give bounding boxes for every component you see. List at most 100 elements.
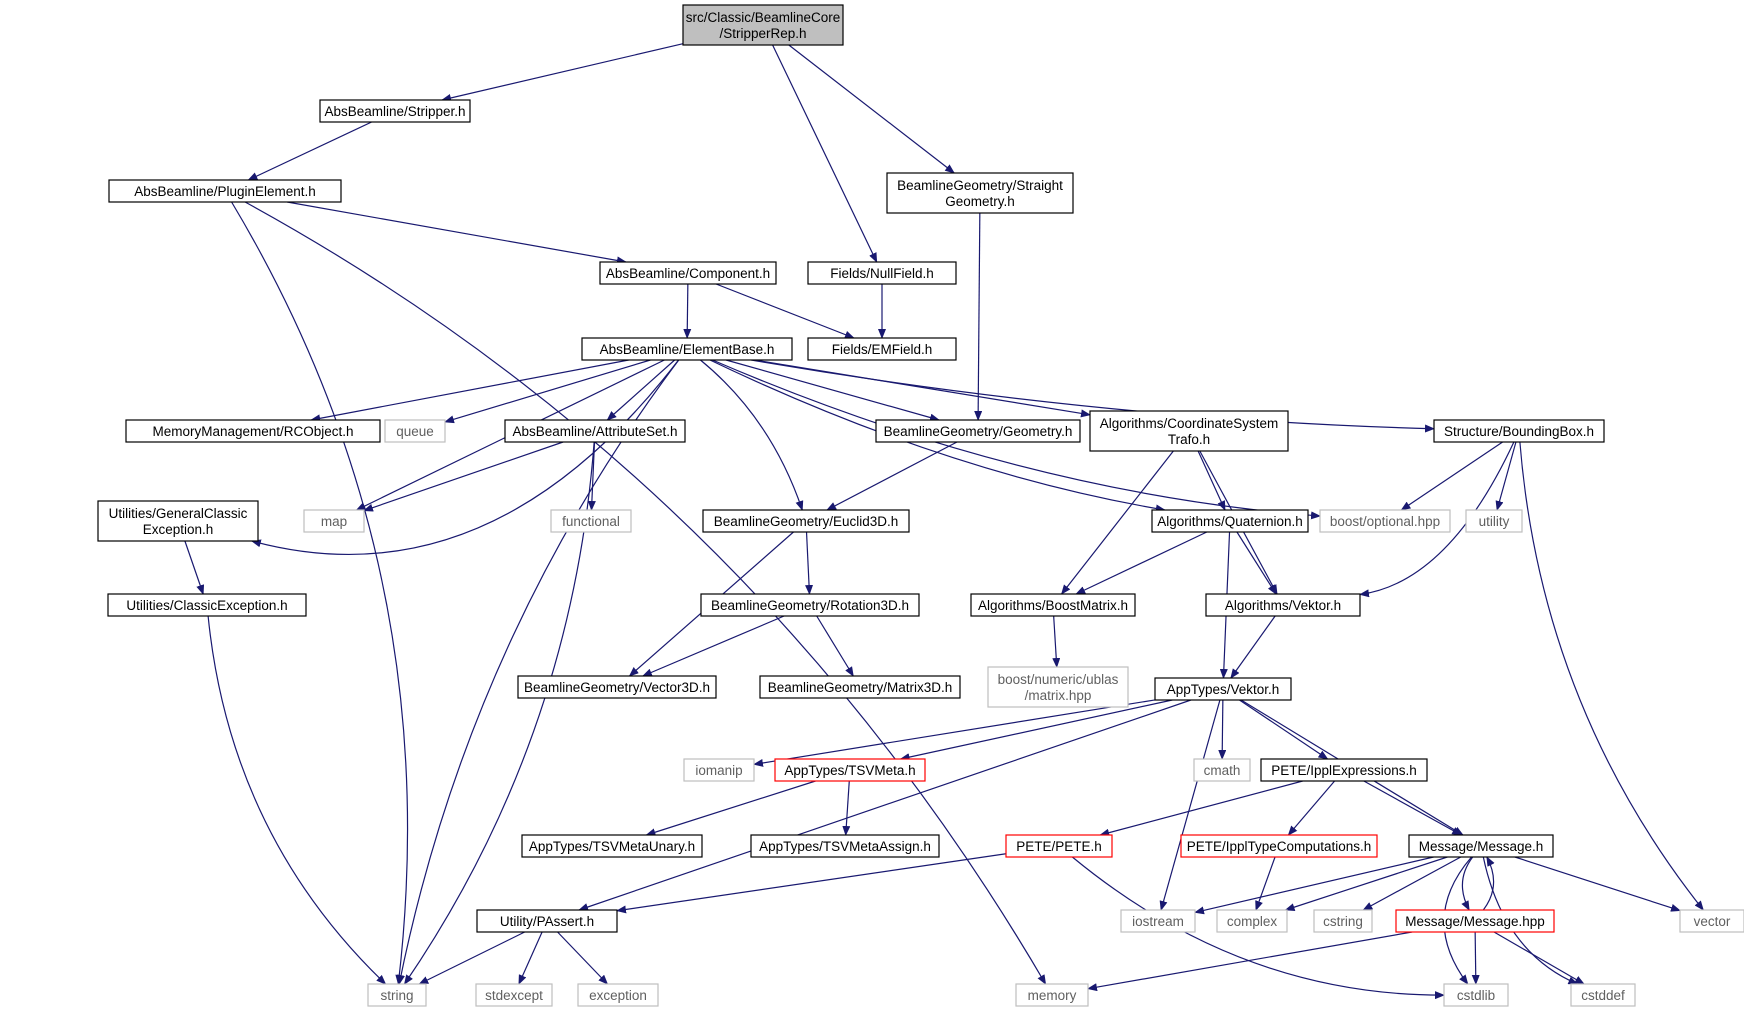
node-passert[interactable]: Utility/PAssert.h — [476, 909, 618, 933]
node-component[interactable]: AbsBeamline/Component.h — [599, 261, 777, 285]
node-label: PETE/IpplTypeComputations.h — [1187, 839, 1372, 854]
node-euclid3d[interactable]: BeamlineGeometry/Euclid3D.h — [702, 509, 910, 533]
node-box — [107, 593, 307, 617]
node-messageh[interactable]: Message/Message.h — [1408, 834, 1554, 858]
node-pete[interactable]: PETE/PETE.h — [1005, 834, 1113, 858]
node-box — [970, 593, 1136, 617]
edge-straightgeom-to-geometry — [974, 212, 983, 421]
edge-messagehpp-to-cstddef — [1493, 931, 1585, 985]
edge-messageh-to-iostream — [1194, 856, 1434, 915]
edge-appvektor-to-iostream — [1159, 699, 1221, 911]
node-nullfield[interactable]: Fields/NullField.h — [807, 261, 957, 285]
edge-elementbase-to-rcobject — [310, 359, 629, 423]
node-label: Geometry.h — [945, 194, 1015, 209]
node-messagehpp[interactable]: Message/Message.hpp — [1395, 909, 1555, 933]
node-label: BeamlineGeometry/Straight — [897, 178, 1063, 193]
edge-quaternion-to-boostmatrix — [1075, 531, 1208, 595]
node-stdexcept: stdexcept — [475, 983, 553, 1007]
node-box — [476, 909, 618, 933]
node-label: Algorithms/Vektor.h — [1225, 598, 1341, 613]
node-label: AbsBeamline/Stripper.h — [324, 104, 465, 119]
edge-boundingbox-to-boostoptional — [1400, 441, 1503, 511]
edge-appvektor-to-ipplexpr — [1239, 699, 1329, 760]
node-rcobject[interactable]: MemoryManagement/RCObject.h — [125, 419, 381, 443]
node-ublasmatrix: boost/numeric/ublas/matrix.hpp — [987, 666, 1129, 708]
edge-tsvmeta-to-tsvunary — [645, 780, 816, 837]
edge-messageh-to-cstddef — [1482, 856, 1579, 985]
node-label: Fields/EMField.h — [832, 342, 933, 357]
edge-boundingbox-to-utility — [1495, 441, 1517, 511]
node-box — [1679, 909, 1744, 933]
node-pluginelement[interactable]: AbsBeamline/PluginElement.h — [108, 179, 342, 203]
node-box — [682, 4, 844, 46]
edge-euclid3d-to-rotation3d — [805, 531, 814, 595]
node-stripper[interactable]: AbsBeamline/Stripper.h — [319, 99, 471, 123]
node-box — [1151, 509, 1309, 533]
node-matrix3d[interactable]: BeamlineGeometry/Matrix3D.h — [759, 675, 961, 699]
node-root[interactable]: src/Classic/BeamlineCore/StripperRep.h — [682, 4, 844, 46]
node-boostmatrix[interactable]: Algorithms/BoostMatrix.h — [970, 593, 1136, 617]
node-rotation3d[interactable]: BeamlineGeometry/Rotation3D.h — [700, 593, 920, 617]
node-label: exception — [589, 988, 647, 1003]
node-geometry[interactable]: BeamlineGeometry/Geometry.h — [875, 419, 1081, 443]
node-cstddef: cstddef — [1570, 983, 1636, 1007]
node-label: queue — [396, 424, 434, 439]
node-label: map — [321, 514, 347, 529]
node-vector3d[interactable]: BeamlineGeometry/Vector3D.h — [517, 675, 717, 699]
node-functional: functional — [550, 509, 632, 533]
edge-root-to-stripper — [441, 43, 684, 102]
edge-elementbase-to-coordtrafo — [754, 359, 1091, 418]
node-tsvassign[interactable]: AppTypes/TSVMetaAssign.h — [750, 834, 940, 858]
node-ippltypecomp[interactable]: PETE/IpplTypeComputations.h — [1180, 834, 1378, 858]
node-label: Utility/PAssert.h — [500, 914, 594, 929]
node-label: iomanip — [695, 763, 742, 778]
edge-attributeset-to-map — [363, 441, 564, 512]
node-attributeset[interactable]: AbsBeamline/AttributeSet.h — [504, 419, 686, 443]
node-boostoptional: boost/optional.hpp — [1319, 509, 1451, 533]
node-boundingbox[interactable]: Structure/BoundingBox.h — [1433, 419, 1605, 443]
node-ipplexpr[interactable]: PETE/IpplExpressions.h — [1260, 758, 1428, 782]
edge-elementbase-to-geometry — [725, 359, 940, 422]
node-box — [1180, 834, 1378, 858]
node-elementbase[interactable]: AbsBeamline/ElementBase.h — [581, 337, 793, 361]
node-box — [1408, 834, 1554, 858]
node-string: string — [367, 983, 427, 1007]
node-box — [807, 261, 957, 285]
node-tsvunary[interactable]: AppTypes/TSVMetaUnary.h — [521, 834, 703, 858]
node-label: cstddef — [1581, 988, 1625, 1003]
node-algvektor[interactable]: Algorithms/Vektor.h — [1205, 593, 1361, 617]
node-emfield[interactable]: Fields/EMField.h — [807, 337, 957, 361]
node-label: AppTypes/TSVMetaUnary.h — [529, 839, 695, 854]
node-tsvmeta[interactable]: AppTypes/TSVMeta.h — [774, 758, 926, 782]
edge-algvektor-to-appvektor — [1230, 615, 1276, 679]
node-label: Exception.h — [143, 522, 214, 537]
node-box — [750, 834, 940, 858]
node-box — [1005, 834, 1113, 858]
node-box — [1465, 509, 1523, 533]
node-box — [1154, 677, 1292, 701]
node-label: boost/numeric/ublas — [998, 672, 1119, 687]
edge-attributeset-to-functional — [587, 441, 596, 511]
edge-pluginelement-to-component — [287, 201, 627, 265]
node-label: PETE/PETE.h — [1016, 839, 1102, 854]
edge-messagehpp-to-messageh — [1482, 856, 1495, 911]
node-utility: utility — [1465, 509, 1523, 533]
node-appvektor[interactable]: AppTypes/Vektor.h — [1154, 677, 1292, 701]
edge-messagehpp-to-cstdlib — [1471, 931, 1480, 985]
node-quaternion[interactable]: Algorithms/Quaternion.h — [1151, 509, 1309, 533]
node-exception: exception — [577, 983, 659, 1007]
node-box — [599, 261, 777, 285]
edge-messageh-to-messagehpp — [1461, 856, 1474, 911]
node-label: string — [380, 988, 413, 1003]
edge-tsvmeta-to-tsvassign — [842, 780, 851, 836]
edge-quaternion-to-algvektor — [1236, 531, 1277, 595]
node-classicexc[interactable]: Utilities/ClassicException.h — [107, 593, 307, 617]
node-box — [1570, 983, 1636, 1007]
edge-coordtrafo-to-quaternion — [1197, 450, 1226, 511]
node-label: functional — [562, 514, 620, 529]
node-label: Structure/BoundingBox.h — [1444, 424, 1594, 439]
edge-messagehpp-to-memory — [1087, 931, 1413, 992]
